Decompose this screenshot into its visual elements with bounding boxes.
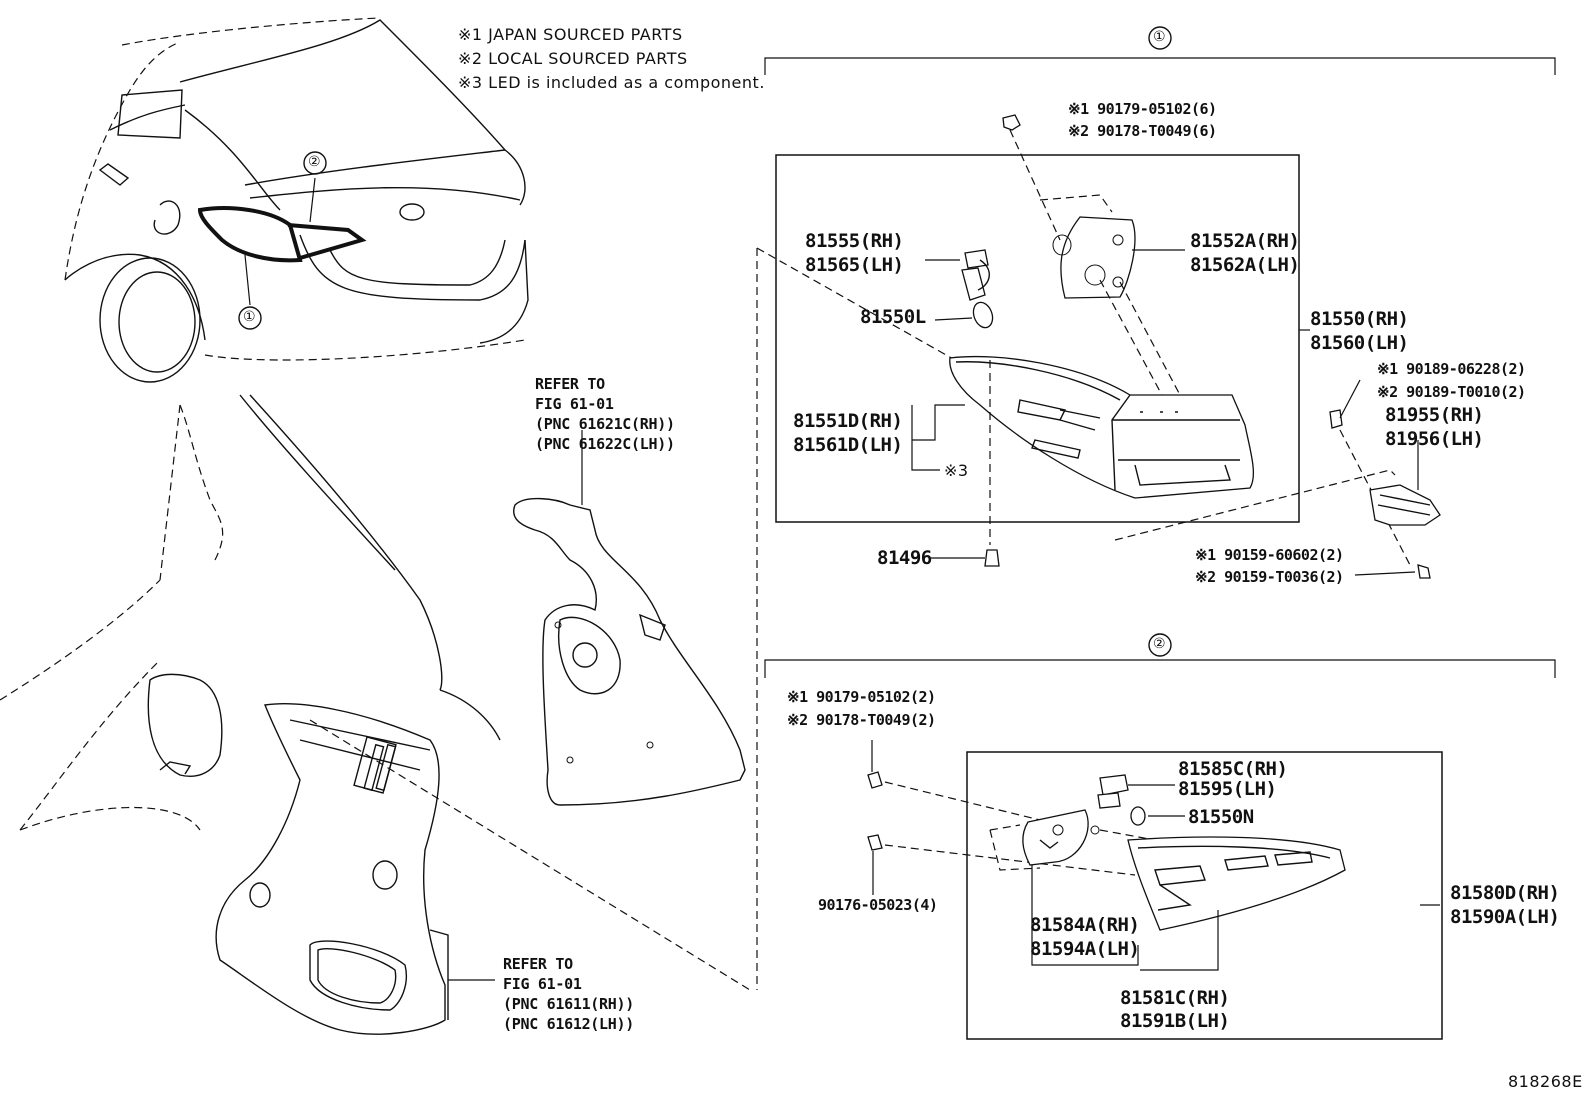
g2-clip-japan-label: ※1 90179-05102(2) (787, 688, 936, 706)
g1-nut-label: 81496 (877, 547, 932, 569)
g1-lens-rh-label: 81551D(RH) (793, 410, 903, 432)
callout-1-group: ① (1153, 29, 1166, 45)
g2-gasket-rh-label: 81584A(RH) (1030, 914, 1140, 936)
g2-bulb-label: 81550N (1188, 806, 1254, 828)
g2-screw-label: 90176-05023(4) (818, 896, 938, 914)
refer-upper-pnc-rh: (PNC 61621C(RH)) (535, 415, 675, 433)
g2-lens-lh-label: 81591B(LH) (1120, 1010, 1230, 1032)
g1-screw1-local-label: ※2 90189-T0010(2) (1377, 383, 1526, 401)
refer-upper-pnc-lh: (PNC 61622C(LH)) (535, 435, 675, 453)
refer-lower-pnc-rh: (PNC 61611(RH)) (503, 995, 634, 1013)
g1-gasket-lh-label: 81562A(LH) (1190, 254, 1300, 276)
inner-fender-illustration (513, 430, 746, 806)
g1-bracket-rh-label: 81955(RH) (1385, 404, 1484, 426)
group2-parts (867, 740, 1440, 971)
g2-lens-rh-label: 81581C(RH) (1120, 987, 1230, 1009)
g2-clip-local-label: ※2 90178-T0049(2) (787, 711, 936, 729)
g1-screw2-japan-label: ※1 90159-60602(2) (1195, 546, 1344, 564)
note-led-component: ※3 LED is included as a component. (458, 73, 765, 92)
group1-parts (911, 114, 1441, 579)
group1-frame (756, 57, 1556, 990)
g1-socket-lh-label: 81565(LH) (805, 254, 904, 276)
g1-screw2-local-label: ※2 90159-T0036(2) (1195, 568, 1344, 586)
refer-upper-fig: FIG 61-01 (535, 395, 614, 413)
g2-lamp-rh-label: 81580D(RH) (1450, 882, 1560, 904)
g1-lamp-rh-label: 81550(RH) (1310, 308, 1409, 330)
refer-lower-title: REFER TO (503, 955, 573, 973)
g1-lens-lh-label: 81561D(LH) (793, 434, 903, 456)
callout-circles (238, 26, 1172, 657)
g1-led-note-label: ※3 (944, 461, 969, 480)
note-japan-sourced: ※1 JAPAN SOURCED PARTS (458, 25, 683, 44)
callout-2-group: ② (1153, 636, 1166, 652)
illustration-id: 818268E (1508, 1072, 1583, 1091)
refer-lower-pnc-lh: (PNC 61612(LH)) (503, 1015, 634, 1033)
g1-gasket-rh-label: 81552A(RH) (1190, 230, 1300, 252)
g2-gasket-lh-label: 81594A(LH) (1030, 938, 1140, 960)
g1-clip-japan-label: ※1 90179-05102(6) (1068, 100, 1217, 118)
callout-1-car: ① (243, 309, 256, 325)
refer-upper-title: REFER TO (535, 375, 605, 393)
group2-frame (764, 659, 1556, 1040)
g2-lamp-lh-label: 81590A(LH) (1450, 906, 1560, 928)
note-local-sourced: ※2 LOCAL SOURCED PARTS (458, 49, 688, 68)
g1-bulb-label: 81550L (860, 306, 926, 328)
g1-lamp-lh-label: 81560(LH) (1310, 332, 1409, 354)
car-rear-illustration (64, 17, 529, 383)
quarter-panel-illustration (0, 394, 751, 1035)
g2-socket-rh-label: 81585C(RH) (1178, 758, 1288, 780)
refer-lower-fig: FIG 61-01 (503, 975, 582, 993)
callout-2-car: ② (308, 154, 321, 170)
g1-clip-local-label: ※2 90178-T0049(6) (1068, 122, 1217, 140)
g2-socket-lh-label: 81595(LH) (1178, 778, 1277, 800)
g1-bracket-lh-label: 81956(LH) (1385, 428, 1484, 450)
g1-socket-rh-label: 81555(RH) (805, 230, 904, 252)
g1-screw1-japan-label: ※1 90189-06228(2) (1377, 360, 1526, 378)
